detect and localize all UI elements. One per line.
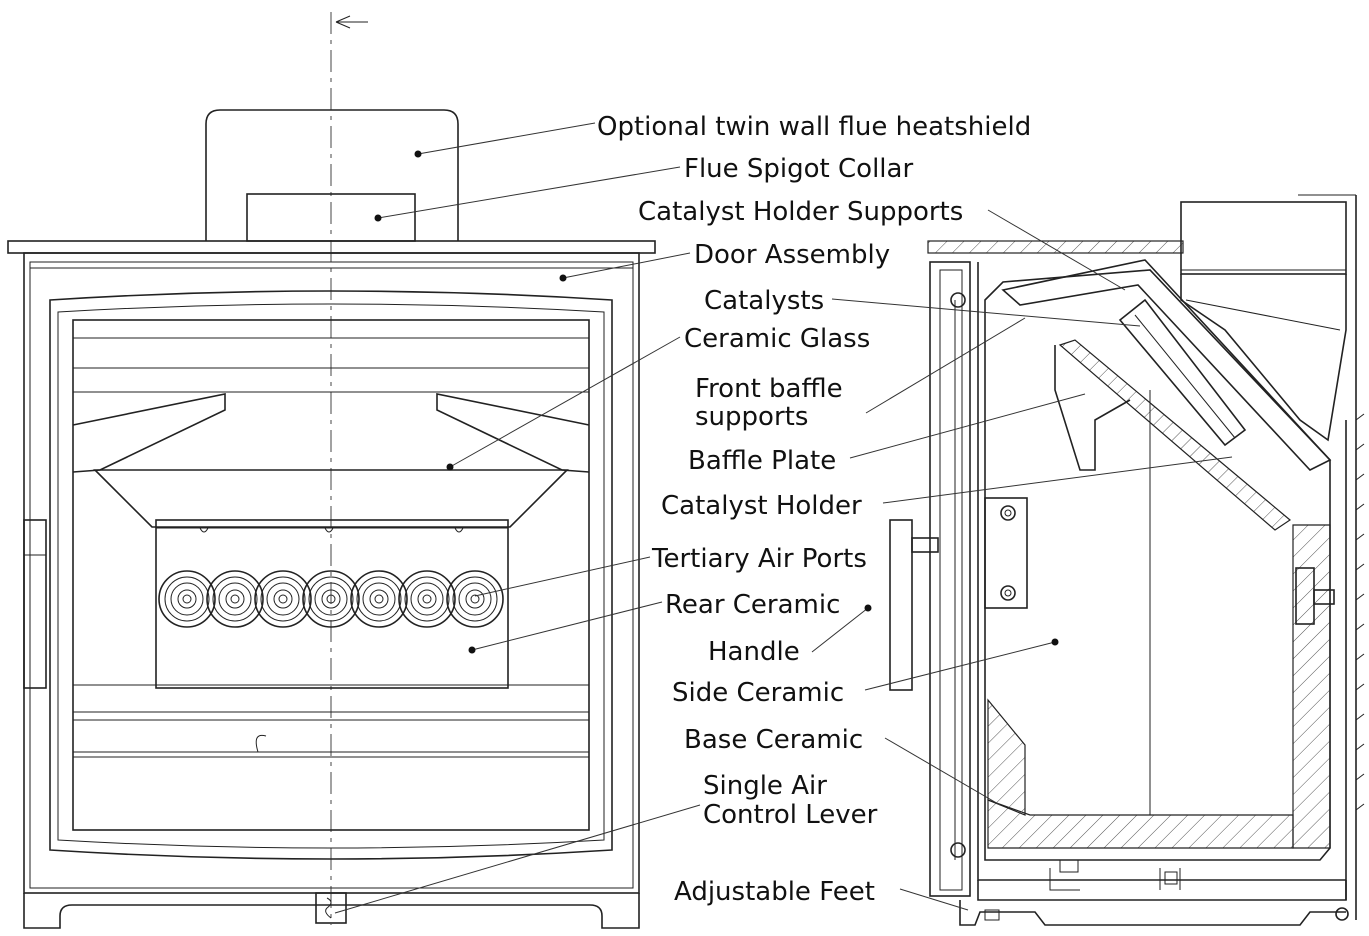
label-air-lever-line2: Control Lever <box>703 800 878 830</box>
door-frame <box>49 290 613 860</box>
label-base-ceramic: Base Ceramic <box>684 725 863 755</box>
label-tertiary-air-ports: Tertiary Air Ports <box>651 544 867 574</box>
view-arrow-icon <box>335 15 368 29</box>
label-rear-ceramic: Rear Ceramic <box>665 590 840 620</box>
door-hinge <box>23 519 47 689</box>
label-catalyst-holder: Catalyst Holder <box>661 491 862 521</box>
side-top-plate <box>927 240 1184 254</box>
side-ceramic-hatch <box>1292 524 1331 849</box>
front-view <box>7 12 656 929</box>
label-catalysts: Catalysts <box>704 286 824 316</box>
label-catalyst-holder-supports: Catalyst Holder Supports <box>638 197 963 227</box>
label-front-baffle-line1: Front baffle <box>695 374 843 404</box>
baffle-trapezoid <box>93 469 569 528</box>
side-bracket <box>984 497 1028 609</box>
base-ceramic-hatch <box>987 799 1294 849</box>
rear-ceramic-block <box>155 519 509 689</box>
label-ceramic-glass: Ceramic Glass <box>684 324 870 354</box>
label-adjustable-feet: Adjustable Feet <box>674 877 875 907</box>
label-air-lever-line1: Single Air <box>703 771 827 801</box>
label-door-assembly: Door Assembly <box>694 240 890 270</box>
side-door <box>929 261 971 897</box>
catalyst-block <box>1118 298 1247 447</box>
label-handle: Handle <box>708 637 800 667</box>
baffle-plate-hatch <box>1058 339 1291 531</box>
glass-window <box>72 319 590 831</box>
label-side-ceramic: Side Ceramic <box>672 678 844 708</box>
labels: Optional twin wall flue heatshield Flue … <box>597 112 1031 907</box>
side-view <box>889 194 1365 926</box>
leader-lines <box>334 122 1233 914</box>
label-front-baffle-line2: supports <box>695 402 808 432</box>
tertiary-air-ports <box>158 570 504 628</box>
front-feet <box>23 893 640 929</box>
side-flue <box>1180 201 1347 275</box>
heatshield-outline <box>205 109 459 241</box>
label-spigot-collar: Flue Spigot Collar <box>684 154 913 184</box>
label-baffle-plate: Baffle Plate <box>688 446 836 476</box>
firebox-outline <box>984 269 1331 861</box>
label-heatshield: Optional twin wall flue heatshield <box>597 112 1031 142</box>
air-lever-knob <box>315 892 347 924</box>
handle-bar <box>889 519 913 691</box>
